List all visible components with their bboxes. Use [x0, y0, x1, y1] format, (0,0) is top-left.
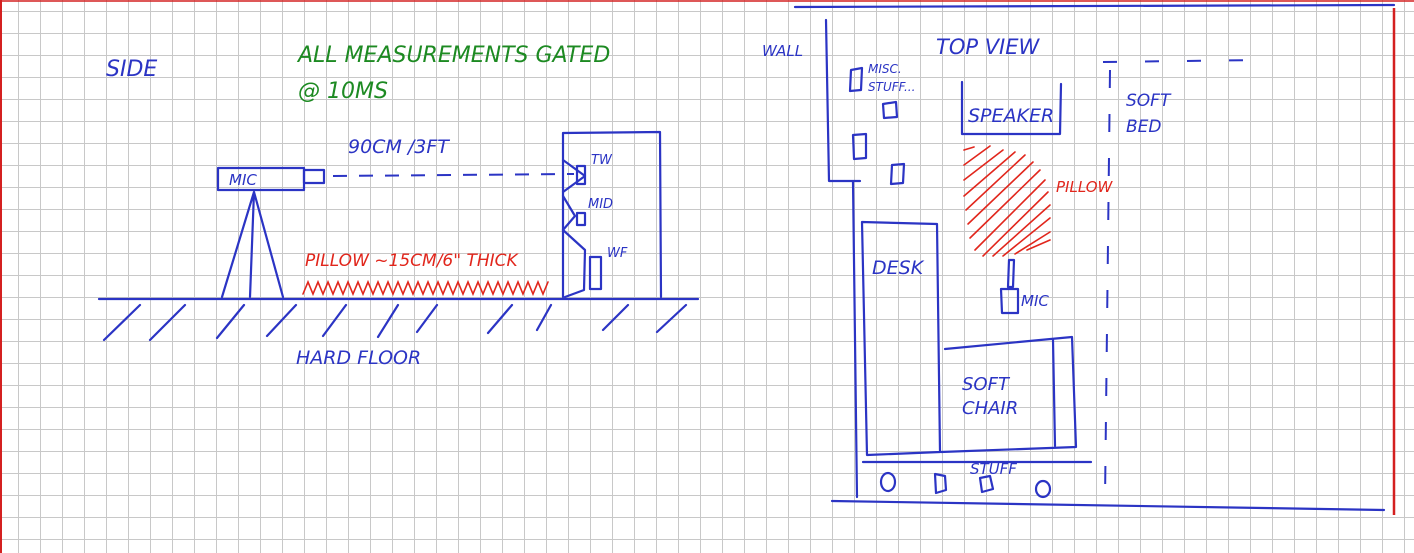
stuff-label: STUFF	[970, 460, 1017, 478]
misc-label-line2: STUFF...	[868, 80, 915, 94]
bed-edge-side	[1104, 69, 1111, 501]
side-pillow-zigzag	[302, 279, 549, 297]
gating-note-line2: @ 10MS	[298, 79, 388, 104]
side-view-title: SIDE	[106, 57, 157, 82]
woofer-label: WF	[607, 246, 628, 261]
top-speaker-label: SPEAKER	[968, 105, 1054, 127]
soft-bed-line1: SOFT	[1126, 91, 1172, 111]
soft-chair: SOFT CHAIR	[939, 335, 1078, 454]
floor-label: HARD FLOOR	[296, 347, 421, 369]
side-mic: MIC	[216, 166, 326, 192]
tripod	[220, 190, 285, 299]
top-speaker: SPEAKER	[960, 80, 1063, 136]
side-view: SIDE ALL MEASUREMENTS GATED @ 10MS 90CM …	[97, 43, 700, 369]
measurement-axis	[332, 173, 575, 177]
floor-hatching	[102, 303, 688, 342]
stuff-shelf: STUFF	[861, 460, 1093, 499]
side-mic-label: MIC	[229, 171, 257, 189]
misc-label-line1: MISC.	[868, 62, 902, 76]
soft-chair-line2: CHAIR	[962, 398, 1018, 419]
soft-bed-line2: BED	[1126, 117, 1162, 137]
soft-bed: SOFT BED	[1102, 59, 1263, 501]
tweeter-label: TW	[591, 153, 613, 168]
desk: DESK	[860, 220, 942, 457]
top-mic: MIC	[999, 258, 1049, 315]
wall-label: WALL	[762, 42, 803, 60]
mid-label: MID	[588, 197, 613, 212]
top-pillow-label: PILLOW	[1056, 178, 1114, 196]
top-view: TOP VIEW WALL MISC. STUFF... SPEAKER	[762, 3, 1396, 512]
gating-note-line1: ALL MEASUREMENTS GATED	[296, 43, 610, 68]
top-mic-label: MIC	[1021, 292, 1049, 310]
top-view-title: TOP VIEW	[936, 35, 1041, 59]
soft-chair-line1: SOFT	[962, 374, 1011, 395]
top-pillow: PILLOW	[963, 145, 1114, 257]
side-pillow-label: PILLOW ~15CM/6" THICK	[305, 251, 520, 271]
desk-label: DESK	[872, 257, 925, 279]
room-walls	[793, 3, 1396, 512]
distance-label: 90CM /3FT	[348, 136, 450, 158]
side-speaker: TW MID WF	[561, 130, 663, 299]
bed-edge-top	[1102, 59, 1263, 63]
misc-stuff: MISC. STUFF...	[848, 62, 915, 186]
